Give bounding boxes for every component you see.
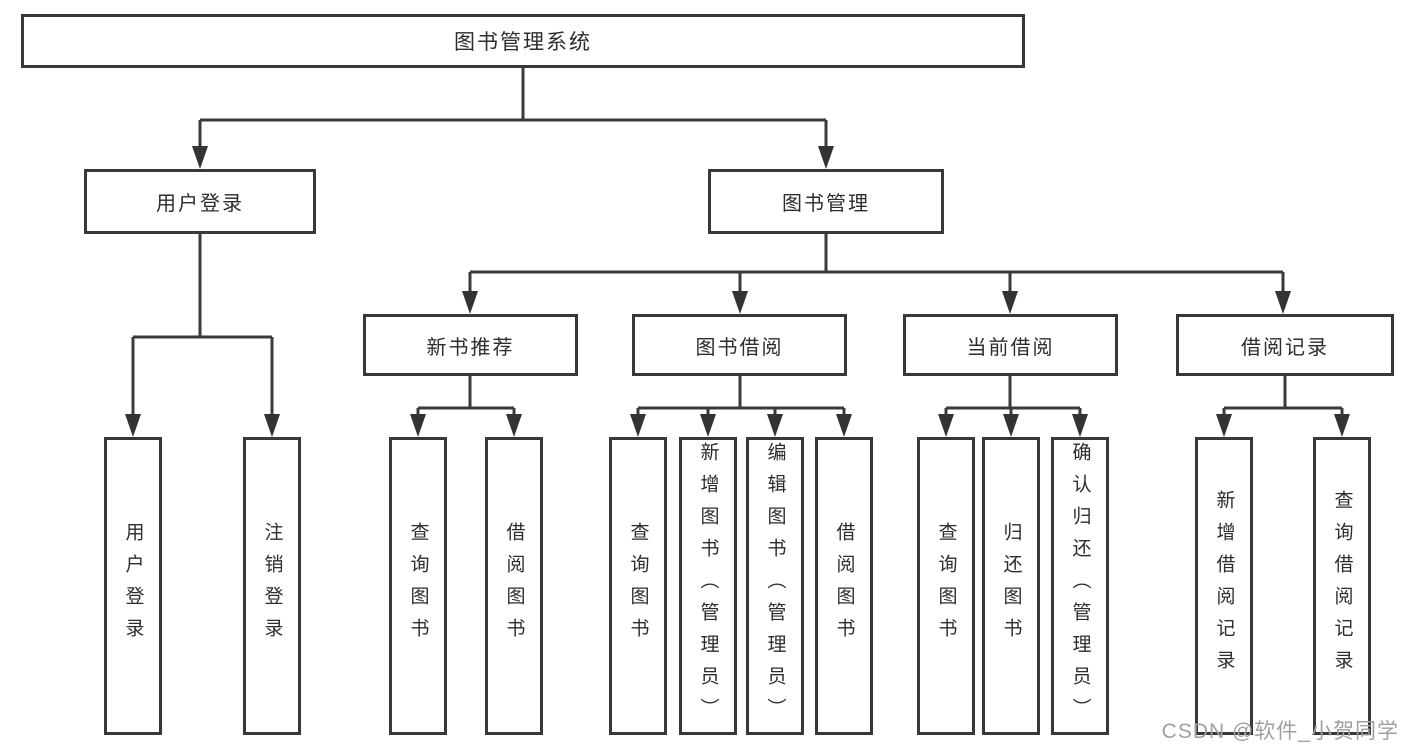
leaf-label: 查询图书 bbox=[935, 522, 957, 650]
leaf-label: 注销登录 bbox=[261, 522, 283, 650]
node-leaf-add-book-admin: 新增图书（管理员） bbox=[679, 437, 737, 735]
leaf-label: 查询图书 bbox=[627, 522, 649, 650]
leaf-label: 新增图书（管理员） bbox=[697, 442, 719, 730]
leaf-label: 借阅图书 bbox=[503, 522, 525, 650]
node-leaf-user-login: 用户登录 bbox=[104, 437, 162, 735]
leaf-label: 查询借阅记录 bbox=[1331, 490, 1353, 682]
node-book-borrowing: 图书借阅 bbox=[632, 314, 847, 376]
node-leaf-borrow-books-1: 借阅图书 bbox=[485, 437, 543, 735]
leaf-label: 新增借阅记录 bbox=[1213, 490, 1235, 682]
leaf-label: 用户登录 bbox=[122, 522, 144, 650]
node-leaf-query-books-1: 查询图书 bbox=[389, 437, 447, 735]
node-leaf-edit-book-admin: 编辑图书（管理员） bbox=[746, 437, 804, 735]
node-book-management: 图书管理 bbox=[708, 169, 944, 234]
node-leaf-confirm-return-admin: 确认归还（管理员） bbox=[1051, 437, 1109, 735]
leaf-label: 查询图书 bbox=[407, 522, 429, 650]
leaf-label: 归还图书 bbox=[1000, 522, 1022, 650]
leaf-label: 编辑图书（管理员） bbox=[764, 442, 786, 730]
node-leaf-query-books-2: 查询图书 bbox=[609, 437, 667, 735]
leaf-label: 借阅图书 bbox=[833, 522, 855, 650]
node-user-login: 用户登录 bbox=[84, 169, 316, 234]
leaf-label: 确认归还（管理员） bbox=[1069, 442, 1091, 730]
node-borrowing-records: 借阅记录 bbox=[1176, 314, 1394, 376]
node-new-book-recommendation: 新书推荐 bbox=[363, 314, 578, 376]
node-library-management-system: 图书管理系统 bbox=[21, 14, 1025, 68]
node-current-borrowing: 当前借阅 bbox=[903, 314, 1118, 376]
node-leaf-borrow-books-2: 借阅图书 bbox=[815, 437, 873, 735]
node-leaf-query-borrow-record: 查询借阅记录 bbox=[1313, 437, 1371, 735]
node-leaf-logout: 注销登录 bbox=[243, 437, 301, 735]
node-leaf-add-borrow-record: 新增借阅记录 bbox=[1195, 437, 1253, 735]
node-leaf-query-books-3: 查询图书 bbox=[917, 437, 975, 735]
watermark-csdn: CSDN @软件_小贺同学 bbox=[1161, 720, 1399, 743]
node-leaf-return-books: 归还图书 bbox=[982, 437, 1040, 735]
